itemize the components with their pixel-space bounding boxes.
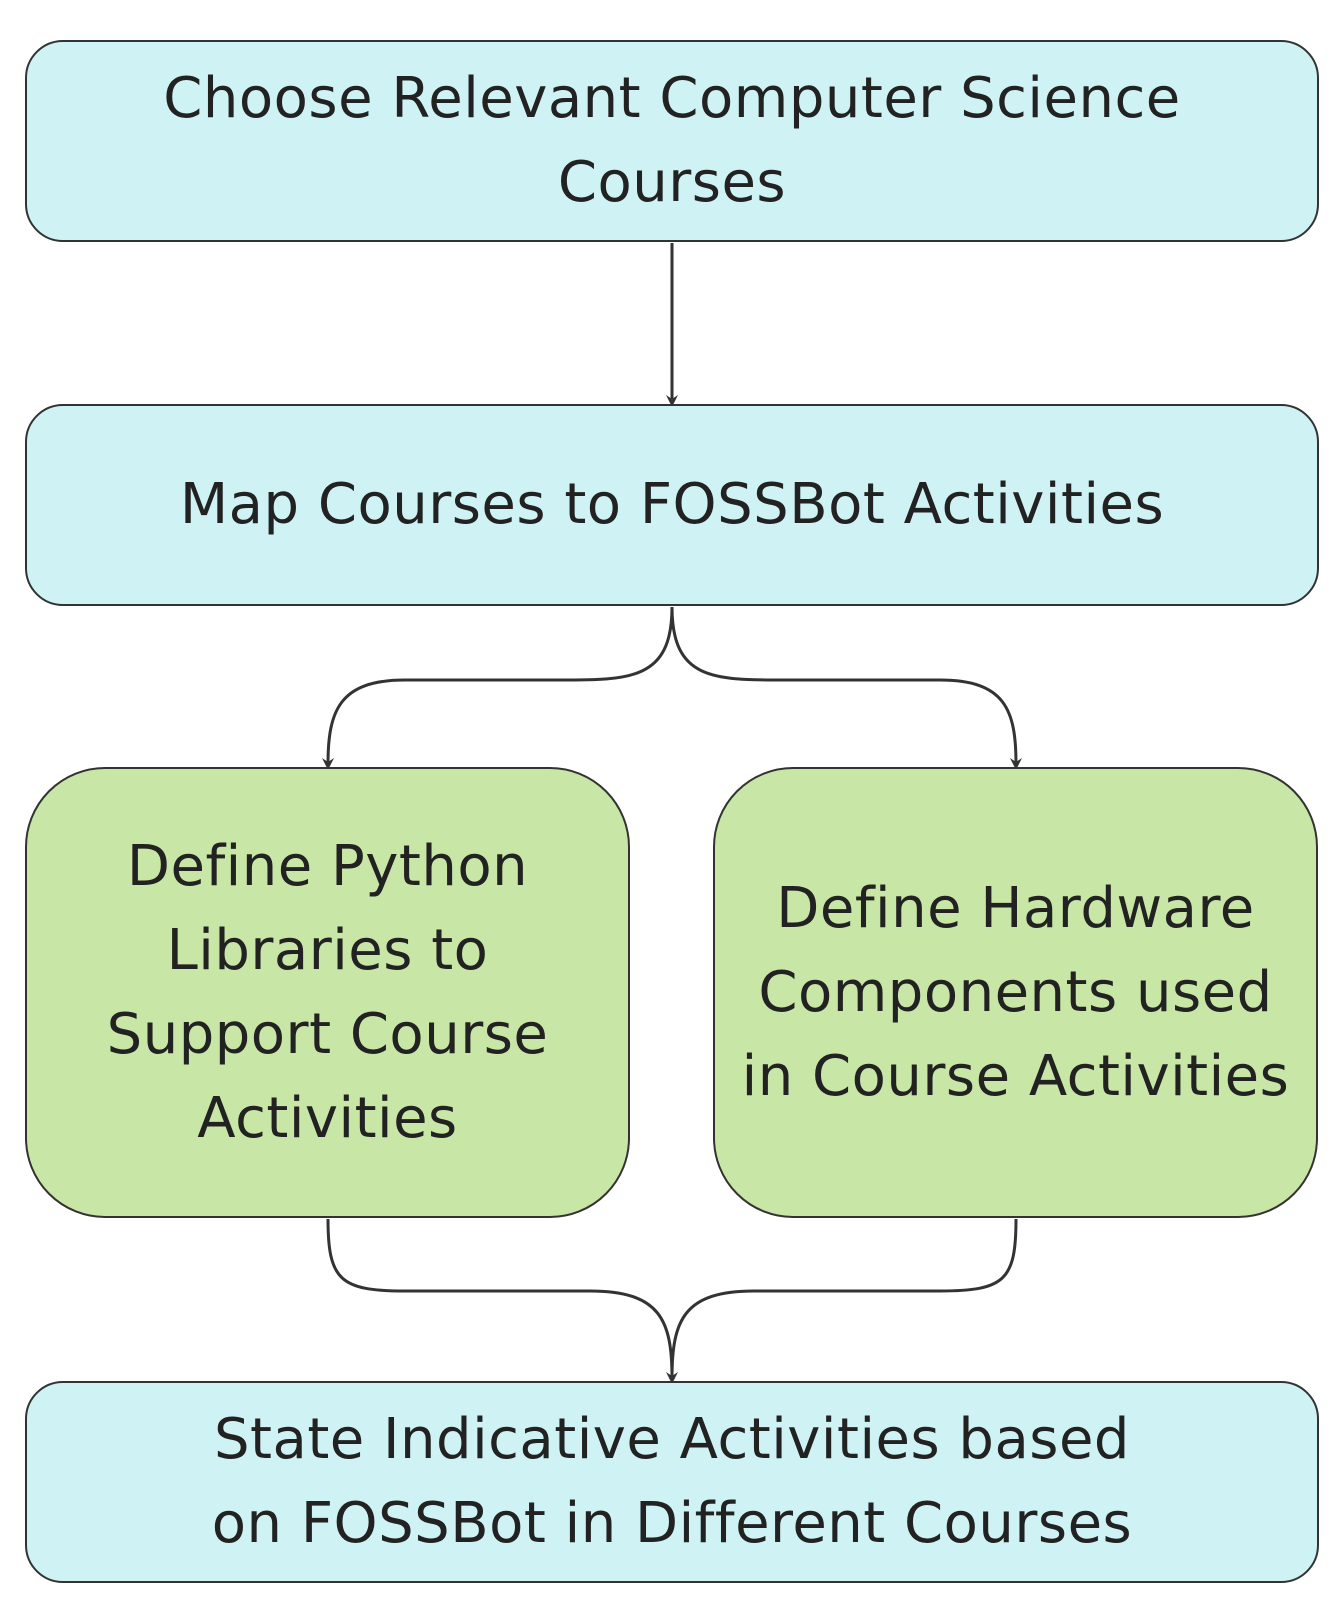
node-define-python-libraries: Define Python Libraries to Support Cours… — [25, 767, 630, 1218]
node-state-indicative-activities: State Indicative Activities based on FOS… — [25, 1381, 1319, 1583]
node-state-indicative-activities-label: State Indicative Activities based on FOS… — [211, 1407, 1133, 1556]
edge-python-to-activities — [326, 1218, 678, 1384]
node-define-hardware-components-label: Define Hardware Components used in Cours… — [741, 875, 1290, 1109]
edge-map-to-python — [322, 606, 674, 770]
node-map-courses-to-activities: Map Courses to FOSSBot Activities — [25, 404, 1319, 606]
node-choose-relevant-courses: Choose Relevant Computer Science Courses — [25, 40, 1319, 242]
node-map-courses-to-activities-label: Map Courses to FOSSBot Activities — [179, 472, 1165, 537]
edge-hardware-to-activities — [670, 1218, 1018, 1379]
node-define-hardware-components: Define Hardware Components used in Cours… — [713, 767, 1318, 1218]
edge-map-to-hardware — [670, 606, 1022, 770]
node-choose-relevant-courses-label: Choose Relevant Computer Science Courses — [163, 66, 1181, 215]
node-define-python-libraries-label: Define Python Libraries to Support Cours… — [106, 833, 549, 1151]
